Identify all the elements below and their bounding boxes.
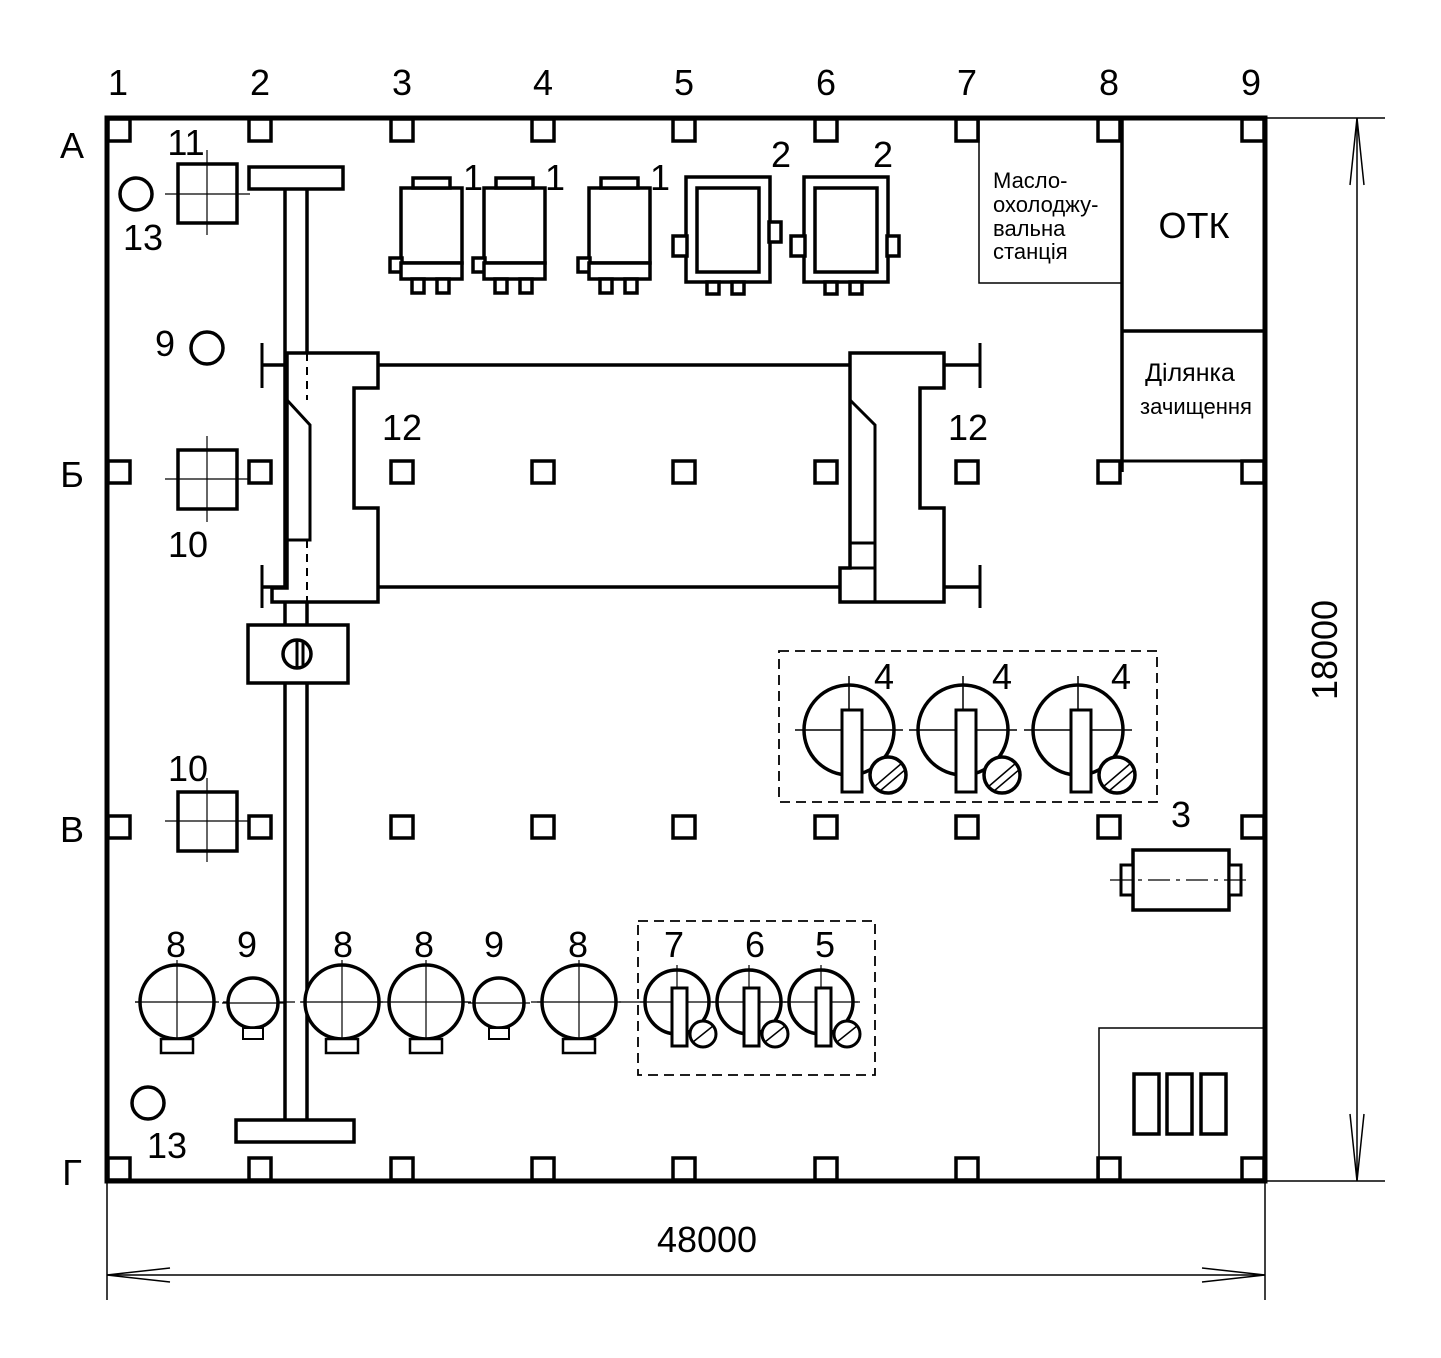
equipment-3-label: 3 bbox=[1171, 794, 1191, 835]
machine-9a bbox=[222, 976, 284, 1040]
machine-9b bbox=[468, 976, 530, 1040]
equipment-8c-label: 8 bbox=[414, 924, 434, 965]
building-columns bbox=[106, 117, 1266, 1182]
equipment-1b-label: 1 bbox=[545, 157, 565, 198]
row-label-a: А bbox=[60, 125, 84, 166]
equipment-1a-label: 1 bbox=[463, 157, 483, 198]
equipment-5-7-zone: 7 6 5 bbox=[637, 920, 876, 1076]
equipment-9-top-label: 9 bbox=[155, 323, 175, 364]
equipment-6-label: 6 bbox=[745, 924, 765, 965]
equipment-2-machines bbox=[671, 175, 901, 296]
cleaning-area-label-line1: Ділянка bbox=[1145, 359, 1235, 387]
equipment-12-right-label: 12 bbox=[948, 407, 988, 448]
oil-station-label-line1: Масло- bbox=[993, 168, 1067, 193]
equipment-4a-label: 4 bbox=[874, 656, 894, 697]
column-label-6: 6 bbox=[816, 62, 836, 103]
equipment-10-upper-label: 10 bbox=[168, 524, 208, 565]
machine-4b bbox=[909, 676, 1022, 795]
equipment-7-label: 7 bbox=[664, 924, 684, 965]
column-label-1: 1 bbox=[108, 62, 128, 103]
equipment-13-bottom: 13 bbox=[130, 1085, 187, 1166]
equipment-2b-label: 2 bbox=[873, 134, 893, 175]
height-dimension-label: 18000 bbox=[1304, 600, 1345, 700]
equipment-9-top: 9 bbox=[155, 323, 225, 366]
machine-8b bbox=[300, 960, 384, 1055]
equipment-8d-label: 8 bbox=[568, 924, 588, 965]
machine-4c bbox=[1024, 676, 1137, 795]
equipment-1c-label: 1 bbox=[650, 157, 670, 198]
machine-4a bbox=[795, 676, 908, 795]
storage-room bbox=[1098, 1027, 1265, 1181]
column-label-2: 2 bbox=[250, 62, 270, 103]
equipment-8b-label: 8 bbox=[333, 924, 353, 965]
equipment-10-lower: 10 bbox=[165, 748, 250, 862]
machine-8d bbox=[537, 960, 621, 1055]
equipment-10-upper: 10 bbox=[165, 436, 250, 565]
column-label-4: 4 bbox=[533, 62, 553, 103]
storage-rack-1 bbox=[1132, 1072, 1161, 1136]
storage-rack-3 bbox=[1199, 1072, 1228, 1136]
row-label-v: В bbox=[60, 809, 84, 850]
equipment-9b-label: 9 bbox=[484, 924, 504, 965]
column-label-9: 9 bbox=[1241, 62, 1261, 103]
equipment-11-label: 11 bbox=[167, 122, 204, 163]
equipment-9a-label: 9 bbox=[237, 924, 257, 965]
equipment-8-9-row bbox=[135, 960, 621, 1055]
vertical-conveyor bbox=[234, 165, 356, 1144]
equipment-3 bbox=[1110, 848, 1252, 912]
equipment-12-left-label: 12 bbox=[382, 407, 422, 448]
oil-station-label-line4: станція bbox=[993, 239, 1068, 264]
machine-2b bbox=[789, 175, 901, 296]
row-axis-labels: А Б В Г bbox=[60, 125, 84, 1193]
equipment-11: 11 bbox=[165, 122, 250, 235]
machine-8a bbox=[135, 960, 219, 1055]
equipment-13-top: 13 bbox=[118, 176, 163, 258]
column-label-7: 7 bbox=[957, 62, 977, 103]
column-label-5: 5 bbox=[674, 62, 694, 103]
column-label-3: 3 bbox=[392, 62, 412, 103]
cleaning-area: Ділянка зачищення bbox=[1140, 359, 1252, 419]
equipment-13-top-label: 13 bbox=[123, 217, 163, 258]
otk-room: ОТК bbox=[1120, 118, 1265, 472]
storage-rack-2 bbox=[1165, 1072, 1194, 1136]
column-axis-labels: 1 2 3 4 5 6 7 8 9 bbox=[108, 62, 1261, 103]
machine-8c bbox=[384, 960, 468, 1055]
equipment-5-label: 5 bbox=[815, 924, 835, 965]
equipment-13-bottom-label: 13 bbox=[147, 1125, 187, 1166]
oil-station-label-line2: охолоджу- bbox=[993, 192, 1098, 217]
cleaning-area-label-line2: зачищення bbox=[1140, 394, 1252, 419]
machine-1a bbox=[388, 176, 464, 295]
equipment-12-gantry bbox=[260, 343, 982, 608]
machine-1c bbox=[576, 176, 652, 295]
equipment-4b-label: 4 bbox=[992, 656, 1012, 697]
machine-6 bbox=[712, 965, 790, 1049]
width-dimension: 48000 bbox=[106, 1181, 1266, 1300]
height-dimension: 18000 bbox=[1265, 117, 1385, 1182]
equipment-1-machines bbox=[388, 176, 652, 295]
equipment-4-zone: 4 4 4 bbox=[778, 650, 1158, 803]
equipment-8a-label: 8 bbox=[166, 924, 186, 965]
equipment-4c-label: 4 bbox=[1111, 656, 1131, 697]
equipment-10-lower-label: 10 bbox=[168, 748, 208, 789]
machine-2a bbox=[671, 175, 783, 296]
machine-5 bbox=[784, 965, 862, 1049]
row-label-g: Г bbox=[62, 1152, 82, 1193]
otk-label: ОТК bbox=[1159, 205, 1230, 246]
column-label-8: 8 bbox=[1099, 62, 1119, 103]
machine-1b bbox=[471, 176, 547, 295]
oil-cooling-station: Масло- охолоджу- вальна станція bbox=[978, 118, 1122, 284]
row-label-b: Б bbox=[60, 454, 84, 495]
width-dimension-label: 48000 bbox=[657, 1219, 757, 1260]
machine-7 bbox=[640, 965, 718, 1049]
oil-station-label-line3: вальна bbox=[993, 216, 1066, 241]
equipment-2a-label: 2 bbox=[771, 134, 791, 175]
